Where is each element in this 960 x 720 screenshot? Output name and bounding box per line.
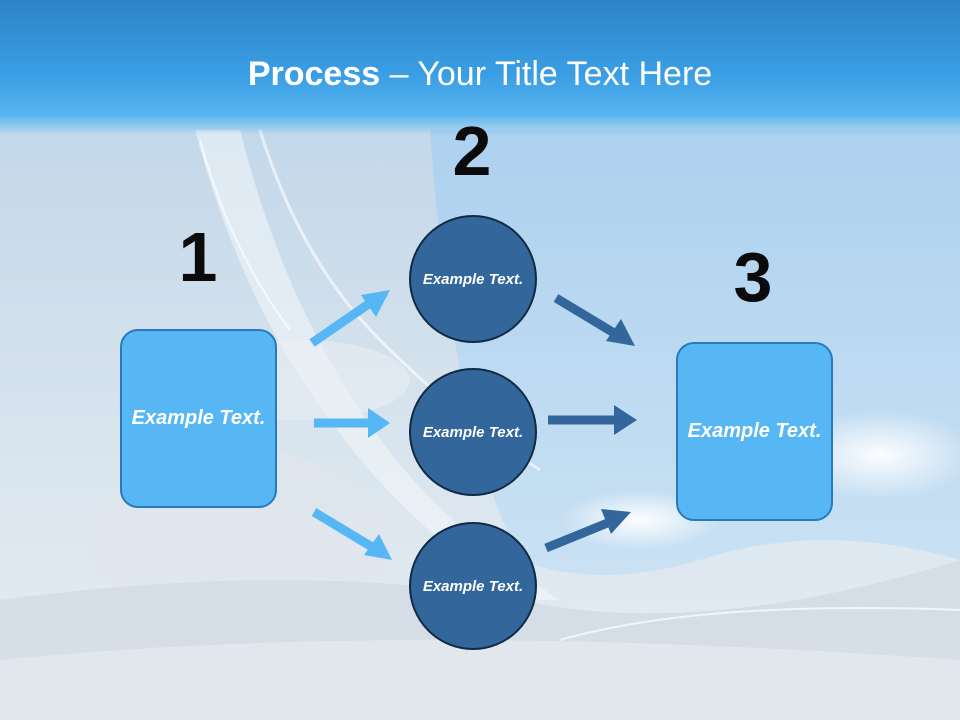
circle-middle-text: Example Text.: [422, 423, 524, 441]
header-band: [0, 0, 960, 135]
step-number-3: 3: [733, 238, 773, 316]
title-rest: – Your Title Text Here: [380, 55, 713, 93]
circle-bottom[interactable]: Example Text.: [409, 522, 537, 650]
arrow-left-to-top: [309, 290, 390, 347]
arrow-middle-to-right: [548, 405, 637, 435]
arrow-left-to-middle: [314, 408, 390, 438]
right-box-text: Example Text.: [687, 420, 822, 442]
title-bold: Process: [247, 55, 381, 93]
circle-middle[interactable]: Example Text.: [409, 368, 537, 496]
circle-top[interactable]: Example Text.: [409, 215, 537, 343]
step-number-1: 1: [178, 218, 218, 296]
circle-bottom-text: Example Text.: [422, 577, 524, 595]
left-box[interactable]: Example Text.: [120, 329, 277, 508]
circle-top-text: Example Text.: [422, 270, 524, 288]
step-number-2: 2: [452, 112, 492, 190]
left-box-text: Example Text.: [131, 407, 266, 429]
right-box[interactable]: Example Text.: [676, 342, 833, 521]
arrow-left-to-bottom: [311, 508, 392, 560]
arrow-top-to-right: [553, 294, 635, 346]
arrow-bottom-to-right: [544, 509, 631, 553]
slide-title: Process – Your Title Text Here: [0, 52, 960, 96]
